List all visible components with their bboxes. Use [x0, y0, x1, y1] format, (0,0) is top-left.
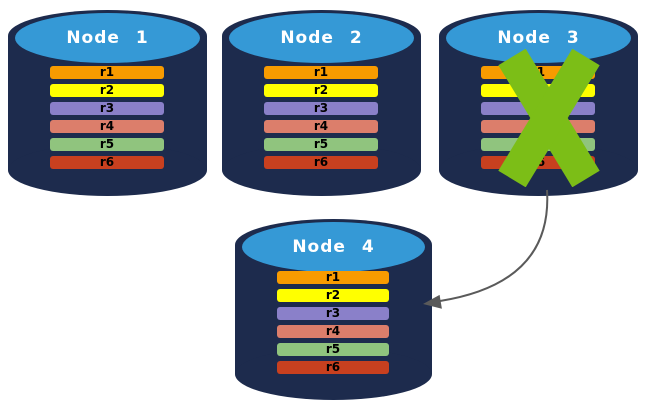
row-r3: r3 [50, 102, 164, 115]
node-title: Node 1 [66, 28, 149, 48]
x-icon [498, 49, 600, 187]
cylinder-body [222, 144, 421, 196]
row-r6: r6 [264, 156, 378, 169]
cylinder-top-face: Node 4 [242, 222, 425, 272]
node-title: Node 4 [292, 237, 375, 257]
row-r2: r2 [277, 289, 389, 302]
cylinder-top-face: Node 2 [229, 13, 414, 63]
node-title: Node 3 [497, 28, 580, 48]
row-r3: r3 [264, 102, 378, 115]
row-r3: r3 [277, 307, 389, 320]
replica-rows: r1 r2 r3 r4 r5 r6 [277, 271, 389, 374]
row-r5: r5 [50, 138, 164, 151]
replica-rows: r1 r2 r3 r4 r5 r6 [264, 66, 378, 169]
row-r4: r4 [277, 325, 389, 338]
node-2-cylinder: Node 2 r1 r2 r3 r4 r5 r6 [222, 10, 421, 196]
row-r4: r4 [264, 120, 378, 133]
cylinder-body [8, 144, 207, 196]
row-r2: r2 [264, 84, 378, 97]
node-1-cylinder: Node 1 r1 r2 r3 r4 r5 r6 [8, 10, 207, 196]
row-r1: r1 [264, 66, 378, 79]
row-r1: r1 [277, 271, 389, 284]
row-r1: r1 [50, 66, 164, 79]
row-r5: r5 [264, 138, 378, 151]
row-r6: r6 [50, 156, 164, 169]
node-4-cylinder: Node 4 r1 r2 r3 r4 r5 r6 [235, 219, 432, 400]
cylinder-top-face: Node 1 [15, 13, 200, 63]
row-r5: r5 [277, 343, 389, 356]
row-r2: r2 [50, 84, 164, 97]
node-title: Node 2 [280, 28, 363, 48]
replica-rows: r1 r2 r3 r4 r5 r6 [50, 66, 164, 169]
cylinder-top-face: Node 3 [446, 13, 631, 63]
cylinder-body [235, 348, 432, 400]
row-r6: r6 [277, 361, 389, 374]
row-r4: r4 [50, 120, 164, 133]
